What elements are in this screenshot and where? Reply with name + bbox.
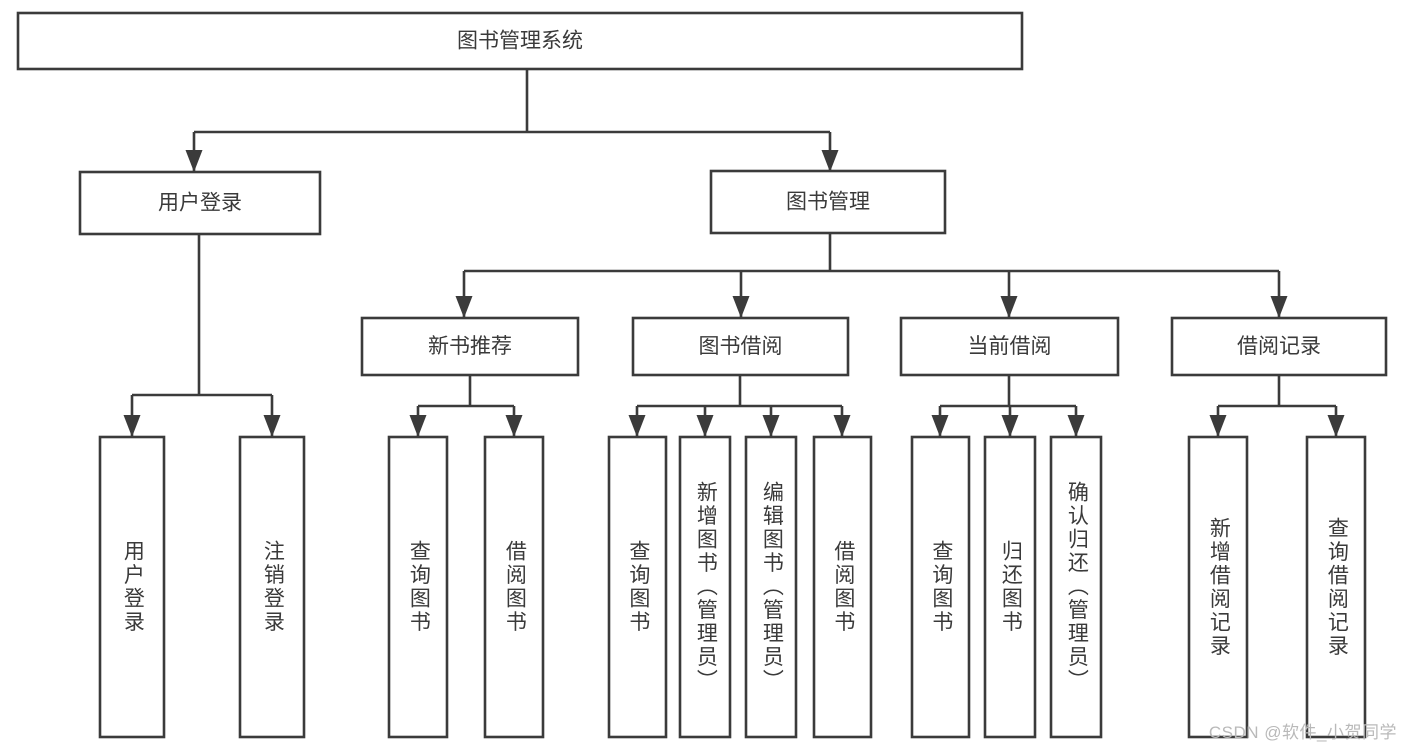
arrow-head-icon-root-0 bbox=[185, 150, 203, 172]
node-box-leaf-add-borrow-record[interactable] bbox=[1187, 435, 1249, 739]
arrow-head-icon-book-borrow-2 bbox=[762, 415, 780, 437]
arrow-head-icon-borrow-record-0 bbox=[1209, 415, 1227, 437]
node-box-book-borrow[interactable] bbox=[631, 316, 850, 377]
arrow-head-icon-current-borrow-2 bbox=[1067, 415, 1085, 437]
node-box-leaf-add-book[interactable] bbox=[678, 435, 732, 739]
node-box-new-book-recommend[interactable] bbox=[360, 316, 580, 377]
node-box-leaf-borrow-book[interactable] bbox=[812, 435, 873, 739]
arrow-head-icon-book-borrow-1 bbox=[696, 415, 714, 437]
node-box-leaf-borrow-book-recommend[interactable] bbox=[483, 435, 545, 739]
arrow-head-icon-root-1 bbox=[821, 150, 839, 172]
node-label-new-book-recommend: 新书推荐 bbox=[428, 335, 512, 358]
node-box-leaf-user-login[interactable] bbox=[98, 435, 166, 739]
node-label-book-manage: 图书管理 bbox=[786, 191, 870, 214]
arrow-head-icon-book-borrow-3 bbox=[833, 415, 851, 437]
node-box-user-login[interactable] bbox=[78, 170, 322, 236]
node-box-borrow-record[interactable] bbox=[1170, 316, 1388, 377]
node-box-leaf-confirm-return[interactable] bbox=[1049, 435, 1103, 739]
arrow-head-icon-book-manage-0 bbox=[455, 296, 473, 318]
arrow-head-icon-user-login-1 bbox=[263, 415, 281, 437]
node-box-leaf-query-book-current[interactable] bbox=[910, 435, 971, 739]
node-label-user-login: 用户登录 bbox=[158, 192, 242, 215]
node-box-layer bbox=[16, 11, 1388, 739]
node-box-book-manage[interactable] bbox=[709, 169, 947, 235]
arrow-head-icon-borrow-record-1 bbox=[1327, 415, 1345, 437]
arrow-head-icon-new-book-recommend-1 bbox=[505, 415, 523, 437]
node-box-leaf-query-book-recommend[interactable] bbox=[387, 435, 449, 739]
arrow-head-icon-current-borrow-1 bbox=[1001, 415, 1019, 437]
node-box-leaf-query-borrow-record[interactable] bbox=[1305, 435, 1367, 739]
connector-layer bbox=[123, 69, 1345, 437]
node-label-book-borrow: 图书借阅 bbox=[699, 335, 783, 358]
node-label-root: 图书管理系统 bbox=[457, 30, 583, 53]
node-box-leaf-edit-book[interactable] bbox=[744, 435, 798, 739]
arrow-head-icon-user-login-0 bbox=[123, 415, 141, 437]
node-box-leaf-logout[interactable] bbox=[238, 435, 306, 739]
csdn-watermark: CSDN @软件_小贺同学 bbox=[1208, 723, 1397, 742]
arrow-head-icon-new-book-recommend-0 bbox=[409, 415, 427, 437]
node-box-leaf-query-book-borrow[interactable] bbox=[607, 435, 668, 739]
node-box-leaf-return-book[interactable] bbox=[983, 435, 1037, 739]
arrow-head-icon-book-manage-3 bbox=[1270, 296, 1288, 318]
node-box-root[interactable] bbox=[16, 11, 1024, 71]
arrow-head-icon-book-manage-1 bbox=[732, 296, 750, 318]
node-box-current-borrow[interactable] bbox=[899, 316, 1120, 377]
arrow-head-icon-current-borrow-0 bbox=[931, 415, 949, 437]
node-label-current-borrow: 当前借阅 bbox=[968, 335, 1052, 358]
node-label-borrow-record: 借阅记录 bbox=[1237, 335, 1321, 358]
arrow-head-icon-book-borrow-0 bbox=[628, 415, 646, 437]
arrow-head-icon-book-manage-2 bbox=[1000, 296, 1018, 318]
